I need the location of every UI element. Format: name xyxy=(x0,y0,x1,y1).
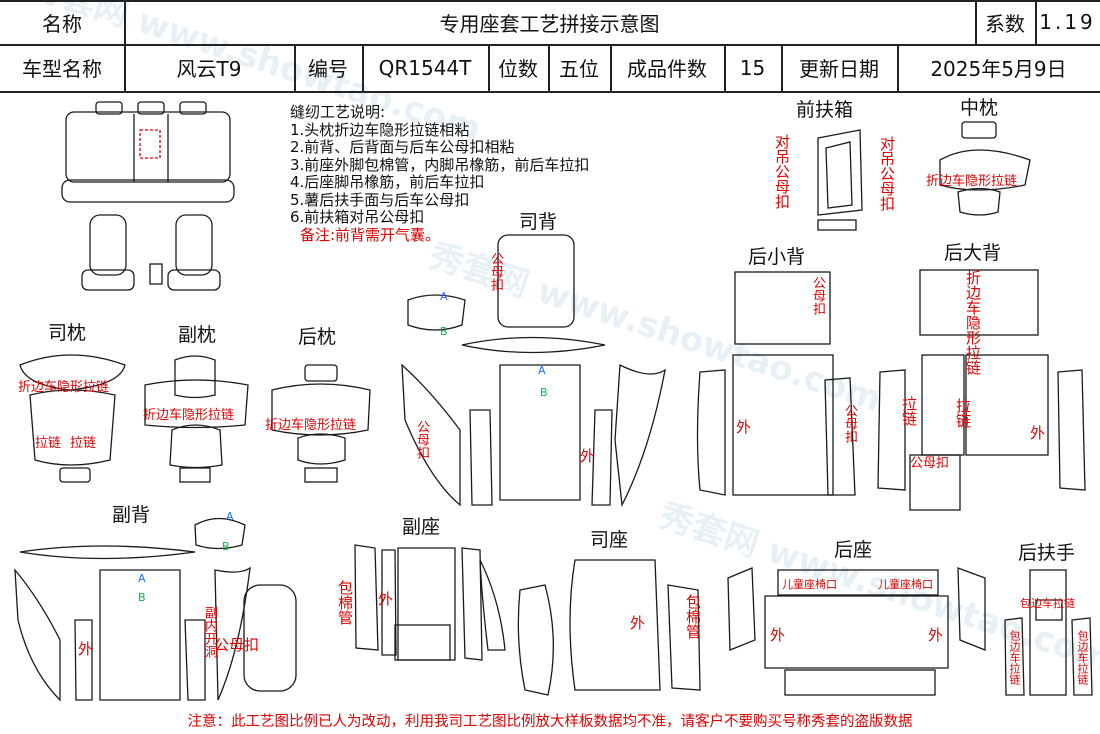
annotation-snap: 公母扣 xyxy=(842,404,857,443)
page-title: 专用座套工艺拼接示意图 xyxy=(439,11,660,36)
date-value: 2025年5月9日 xyxy=(930,57,1067,81)
code-label: 编号 xyxy=(308,57,348,81)
annotation-fold-zip: 折边车隐形拉链 xyxy=(964,270,982,375)
pieces-value: 15 xyxy=(739,55,766,80)
section-rear-seat: 后座 xyxy=(834,539,873,561)
annotation-snap: 公母扣 xyxy=(910,456,950,471)
annotation-outer: 外 xyxy=(928,626,944,644)
mark-b: B xyxy=(540,386,548,399)
annotation-sub-inner-hole: 副内开洞 xyxy=(202,606,217,658)
driver-seat-patterns xyxy=(517,559,701,696)
mark-b: B xyxy=(138,591,146,604)
annotation-fold-zip: 折边车隐形拉链 xyxy=(926,174,1018,189)
note-item: 6.前扶箱对吊公母扣 xyxy=(290,208,425,226)
car-model-value: 风云T9 xyxy=(176,57,242,81)
annotation-outer: 外 xyxy=(580,447,596,465)
annotation-snap: 公母扣 xyxy=(214,636,260,654)
rear-small-back-patterns xyxy=(696,271,856,496)
seat-overview-diagram xyxy=(61,101,235,291)
annotation-wrap-edge-zip: 包边车拉链 xyxy=(1076,630,1089,685)
annotation-fold-zip: 折边车隐形拉链 xyxy=(265,418,357,433)
annotation-outer: 外 xyxy=(736,418,752,436)
name-label: 名称 xyxy=(42,11,82,36)
annotation-outer: 外 xyxy=(630,614,646,632)
code-value: QR1544T xyxy=(378,55,472,80)
rear-seat-patterns xyxy=(727,567,986,696)
rear-big-back-patterns xyxy=(877,269,1086,511)
annotation-wrap-cotton: 包棉管 xyxy=(336,580,354,625)
section-front-armrest-box: 前扶箱 xyxy=(796,99,854,121)
coef-value: 1.19 xyxy=(1039,10,1096,34)
middle-headrest-patterns xyxy=(939,121,1031,216)
annotation-wrap-edge-zip: 包边车拉链 xyxy=(1020,597,1075,610)
seats-value: 五位 xyxy=(559,57,599,81)
car-model-label: 车型名称 xyxy=(22,57,102,81)
note-item: 4.后座脚吊橡筋，前后车拉扣 xyxy=(290,173,485,191)
section-passenger-headrest: 副枕 xyxy=(178,324,217,346)
mark-b: B xyxy=(440,325,448,338)
annotation-outer: 外 xyxy=(770,626,786,644)
annotation-snap: 公母扣 xyxy=(810,276,825,315)
rear-armrest-patterns xyxy=(1004,569,1093,696)
note-item: 2.前背、后背面与后车公母扣相粘 xyxy=(290,138,515,156)
section-middle-headrest: 中枕 xyxy=(960,97,999,119)
front-armrest-box-patterns xyxy=(817,129,863,231)
annotation-zip: 拉链 xyxy=(900,396,918,426)
rear-headrest-patterns xyxy=(271,364,371,483)
note-item: 1.头枕折边车隐形拉链相粘 xyxy=(290,120,470,139)
annotation-snap: 公母扣 xyxy=(414,420,429,459)
annotation-zip: 拉链 xyxy=(70,436,97,451)
mark-a: A xyxy=(538,364,546,377)
section-driver-headrest: 司枕 xyxy=(48,322,87,344)
section-passenger-back: 副背 xyxy=(112,504,151,526)
annotation-child-seat: 儿童座椅口 xyxy=(782,578,837,591)
annotation-zip: 拉链 xyxy=(954,398,972,428)
notes-title: 缝纫工艺说明: xyxy=(290,103,386,121)
mark-b: B xyxy=(222,540,230,553)
passenger-headrest-patterns xyxy=(144,355,249,483)
notes-remark: 备注:前背需开气囊。 xyxy=(300,225,441,244)
passenger-seat-patterns xyxy=(354,544,506,661)
annotation-fold-zip: 折边车隐形拉链 xyxy=(18,380,110,395)
seats-label: 位数 xyxy=(498,57,538,81)
section-driver-seat: 司座 xyxy=(590,529,629,551)
driver-back-patterns xyxy=(401,234,666,508)
annotation-wrap-edge-zip: 包边车拉链 xyxy=(1008,630,1021,685)
annotation-child-seat: 儿童座椅口 xyxy=(878,578,933,591)
annotation-hang-snap: 对吊公母扣 xyxy=(878,136,896,211)
mark-a: A xyxy=(138,572,146,585)
note-item: 5.薯后扶手面与后车公母扣 xyxy=(290,190,470,209)
section-rear-big-back: 后大背 xyxy=(944,242,1002,264)
annotation-hang-snap: 对吊公母扣 xyxy=(773,134,791,209)
annotation-outer: 外 xyxy=(378,590,394,608)
mark-a: A xyxy=(440,290,448,303)
mark-a: A xyxy=(226,510,234,523)
annotation-zip: 拉链 xyxy=(35,436,62,451)
note-item: 3.前座外脚包棉管，内脚吊橡筋，前后车拉扣 xyxy=(290,155,590,174)
pieces-label: 成品件数 xyxy=(627,57,707,81)
section-passenger-seat: 副座 xyxy=(402,516,441,538)
passenger-back-patterns xyxy=(14,517,297,702)
section-driver-back: 司背 xyxy=(519,211,558,233)
section-rear-armrest: 后扶手 xyxy=(1018,542,1076,564)
sewing-notes: 缝纫工艺说明: 1.头枕折边车隐形拉链相粘 2.前背、后背面与后车公母扣相粘 3… xyxy=(290,103,590,244)
coef-label: 系数 xyxy=(985,11,1025,36)
annotation-outer: 外 xyxy=(1030,424,1046,442)
footer-warning: 注意：此工艺图比例已人为改动，利用我司工艺图比例放大样板数据均不准，请客户不要购… xyxy=(187,714,913,730)
annotation-snap: 公母扣 xyxy=(488,252,503,291)
driver-headrest-patterns xyxy=(19,354,126,483)
annotation-wrap-cotton: 包棉管 xyxy=(684,594,702,639)
date-label: 更新日期 xyxy=(799,57,879,81)
annotation-fold-zip: 折边车隐形拉链 xyxy=(143,408,235,423)
annotation-outer: 外 xyxy=(78,640,94,658)
section-rear-small-back: 后小背 xyxy=(748,246,806,268)
section-rear-headrest: 后枕 xyxy=(298,326,337,348)
